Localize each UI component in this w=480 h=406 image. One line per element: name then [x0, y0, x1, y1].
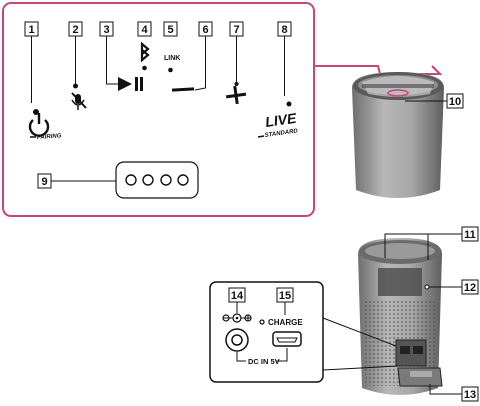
callout-5: 5 — [163, 21, 178, 37]
callout-12: 12 — [424, 279, 479, 295]
svg-text:2: 2 — [72, 24, 78, 36]
callout-14: 14 — [228, 287, 246, 313]
svg-text:9: 9 — [41, 176, 47, 188]
dc-in-label: DC IN 5V — [248, 357, 280, 366]
svg-text:6: 6 — [202, 24, 208, 36]
standard-underline — [257, 135, 265, 138]
dc-in-bracket-right — [276, 348, 288, 362]
link-indicator — [168, 67, 173, 73]
callout-15: 15 — [276, 287, 294, 315]
svg-text:3: 3 — [103, 24, 109, 36]
standard-label: STANDARD — [264, 128, 298, 139]
svg-text:12: 12 — [464, 282, 476, 294]
dc-in-bracket — [236, 352, 246, 362]
mic-mute-icon — [71, 83, 87, 110]
power-icon — [28, 109, 50, 137]
pairing-label: PAIRING — [37, 133, 62, 141]
callout-7: 7 — [229, 21, 244, 84]
panel-connector-line — [314, 65, 443, 75]
callout-6: 6 — [194, 21, 213, 91]
svg-text:14: 14 — [231, 290, 244, 302]
ports-panel-frame — [209, 281, 324, 383]
charge-label: CHARGE — [268, 318, 303, 327]
link-label: LINK — [164, 55, 180, 62]
svg-text:11: 11 — [464, 229, 476, 241]
svg-text:4: 4 — [141, 24, 148, 36]
dc-polarity-icon — [222, 313, 252, 323]
callout-8: 8 — [277, 21, 292, 96]
dc-jack-port — [225, 328, 249, 352]
svg-text:1: 1 — [28, 24, 34, 36]
svg-text:5: 5 — [167, 24, 173, 36]
callout-1: 1 — [24, 21, 39, 103]
plus-icon — [225, 82, 247, 105]
usb-port-icon — [272, 331, 302, 347]
speaker-top-view — [352, 72, 444, 198]
svg-text:8: 8 — [281, 24, 287, 36]
ports-connector-line — [322, 317, 399, 371]
callout-10: 10 — [405, 93, 464, 109]
svg-text:15: 15 — [279, 290, 291, 302]
play-pause-icon — [118, 77, 143, 91]
callout-4: 4 — [137, 21, 152, 37]
callout-3: 3 — [99, 21, 118, 85]
live-label: LIVE — [264, 110, 298, 130]
svg-text:10: 10 — [449, 96, 461, 108]
callout-9: 9 — [37, 173, 116, 189]
charge-indicator — [259, 319, 265, 325]
indicator-lights — [115, 161, 199, 199]
speaker-back-view — [358, 238, 443, 395]
callout-13: 13 — [429, 384, 479, 402]
svg-text:13: 13 — [464, 389, 476, 401]
live-indicator — [286, 101, 292, 107]
callout-11: 11 — [384, 226, 479, 260]
callout-2: 2 — [68, 21, 83, 86]
svg-text:7: 7 — [233, 24, 239, 36]
control-panel-frame — [2, 2, 315, 217]
minus-icon — [171, 87, 195, 92]
bluetooth-icon — [140, 41, 150, 71]
